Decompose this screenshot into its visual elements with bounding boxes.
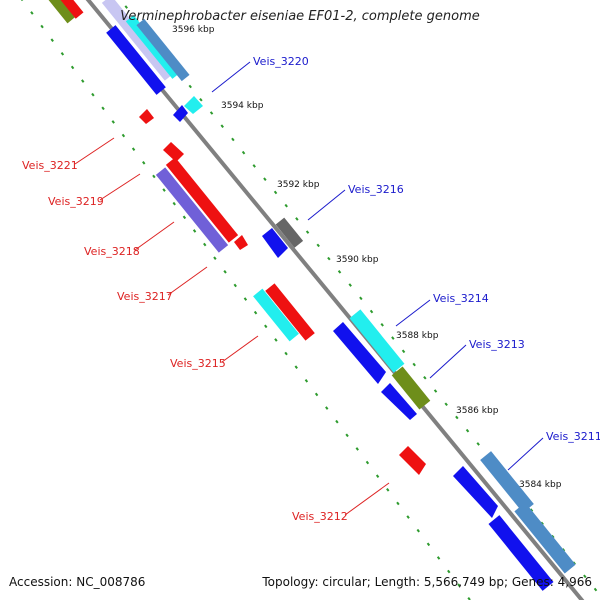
leader-3211 xyxy=(507,437,544,471)
gene-label-Veis_3217[interactable]: Veis_3217 xyxy=(117,290,173,303)
feature-steel-3211 xyxy=(480,451,534,513)
leader-3217 xyxy=(167,266,208,296)
feature-steel-3211-b xyxy=(514,502,576,574)
leader-3216 xyxy=(307,189,346,221)
feature-red-top xyxy=(50,0,84,19)
scale-label-3588: 3588 kbp xyxy=(396,331,439,341)
feature-red-3219-tip xyxy=(234,235,248,250)
gene-label-Veis_3216[interactable]: Veis_3216 xyxy=(348,183,404,196)
feature-steel-3220 xyxy=(136,18,190,82)
leader-3214 xyxy=(395,299,431,327)
feature-blue-small-1 xyxy=(173,105,188,122)
leader-3219 xyxy=(99,173,141,201)
scale-labels: 3596 kbp 3594 kbp 3592 kbp 3590 kbp 3588… xyxy=(172,25,562,490)
gene-label-Veis_3218[interactable]: Veis_3218 xyxy=(84,245,140,258)
feature-red-3221 xyxy=(139,109,154,124)
scale-label-3594: 3594 kbp xyxy=(221,101,264,111)
feature-blue-3213 xyxy=(381,383,417,420)
scale-label-3586: 3586 kbp xyxy=(456,406,499,416)
leader-lines xyxy=(74,61,544,516)
feature-blue-3220 xyxy=(106,25,166,95)
feature-blue-3211-b xyxy=(488,515,554,591)
feature-cyan-small-1 xyxy=(184,96,203,114)
feature-lavender-3220 xyxy=(101,0,175,81)
map-title: Verminephrobacter eiseniae EF01-2, compl… xyxy=(120,9,480,24)
scale-label-3596: 3596 kbp xyxy=(172,25,215,35)
feature-olive-top xyxy=(32,0,76,24)
leader-3218 xyxy=(134,221,175,251)
leader-3213 xyxy=(429,344,467,379)
feature-olive-3213 xyxy=(391,366,431,410)
tick-guide-inner xyxy=(20,0,471,600)
features xyxy=(32,0,576,591)
feature-cyan-3214 xyxy=(349,309,405,373)
feature-slate-3218 xyxy=(155,167,229,253)
scale-label-3590: 3590 kbp xyxy=(336,255,379,265)
leader-3220 xyxy=(211,61,251,93)
gene-label-Veis_3211[interactable]: Veis_3211 xyxy=(546,430,600,443)
gene-label-Veis_3213[interactable]: Veis_3213 xyxy=(469,338,525,351)
leader-3215 xyxy=(221,335,259,363)
leader-3221 xyxy=(74,137,115,165)
topology-summary: Topology: circular; Length: 5,566,749 bp… xyxy=(262,575,592,589)
scale-label-3584: 3584 kbp xyxy=(519,480,562,490)
gene-label-Veis_3214[interactable]: Veis_3214 xyxy=(433,292,489,305)
feature-blue-3211 xyxy=(453,466,498,518)
gene-label-Veis_3212[interactable]: Veis_3212 xyxy=(292,510,348,523)
gene-label-Veis_3220[interactable]: Veis_3220 xyxy=(253,55,309,68)
feature-blue-3214 xyxy=(333,322,386,384)
gene-label-Veis_3215[interactable]: Veis_3215 xyxy=(170,357,226,370)
feature-red-3217 xyxy=(265,283,315,341)
feature-red-3219 xyxy=(163,142,184,162)
feature-red-3219-long xyxy=(165,157,239,243)
gene-label-Veis_3221[interactable]: Veis_3221 xyxy=(22,159,78,172)
accession-text: Accession: NC_008786 xyxy=(9,575,146,589)
feature-cyan-3220 xyxy=(125,15,181,79)
feature-blue-3216 xyxy=(262,228,288,258)
feature-gray-3216 xyxy=(275,217,304,248)
feature-cyan-3215 xyxy=(253,288,299,342)
gene-labels: Veis_3220 Veis_3221 Veis_3219 Veis_3216 … xyxy=(22,55,600,523)
genome-backbone xyxy=(85,0,585,600)
feature-red-3212 xyxy=(399,446,426,475)
leader-3212 xyxy=(344,482,390,516)
scale-label-3592: 3592 kbp xyxy=(277,180,320,190)
gene-label-Veis_3219[interactable]: Veis_3219 xyxy=(48,195,104,208)
